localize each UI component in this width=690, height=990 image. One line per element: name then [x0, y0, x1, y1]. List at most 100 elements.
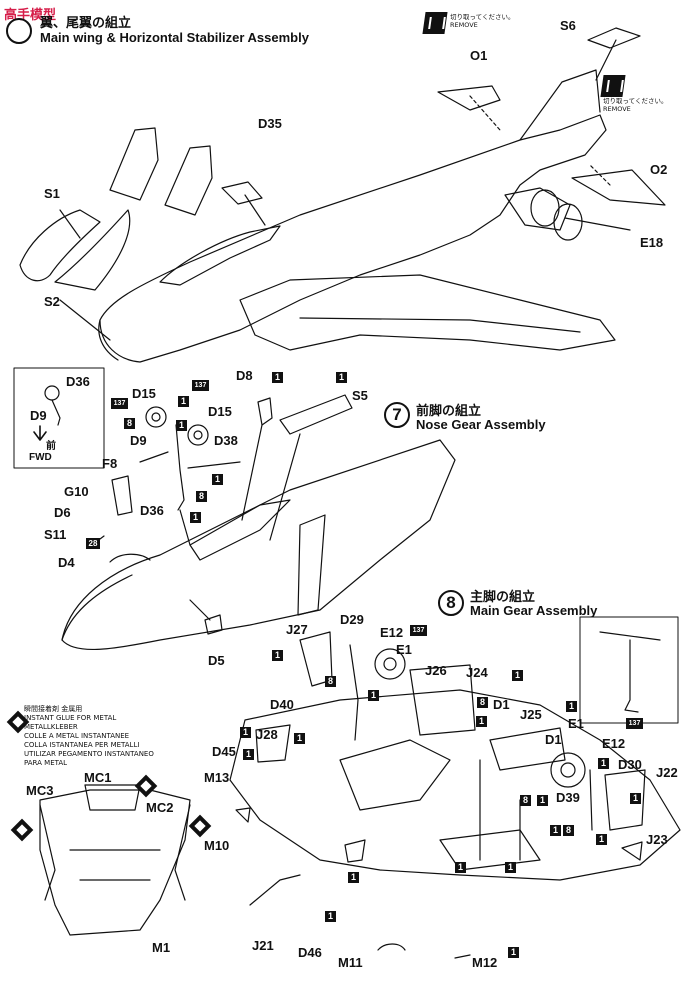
badge-1: 1 [176, 420, 187, 431]
part-label-d5: D5 [208, 653, 225, 668]
badge-1: 1 [596, 834, 607, 845]
exhaust-nozzle-1 [530, 189, 560, 227]
part-label-e12-a: E12 [380, 625, 404, 640]
badge-1: 1 [348, 872, 359, 883]
part-label-m1: M1 [152, 940, 171, 955]
part-label-e12-b: E12 [602, 736, 626, 751]
gear-well-2 [439, 829, 541, 871]
nose-cone-lower [61, 574, 133, 641]
badge-137: 137 [410, 625, 427, 636]
part-label-d30: D30 [618, 757, 642, 772]
glue-note-line: COLLA ISTANTANEA PER METALLI [24, 741, 140, 749]
m12-part [454, 954, 471, 959]
leader-o2 [589, 164, 611, 186]
f8-plate [111, 475, 133, 516]
fwd-fuselage-lower [61, 439, 456, 651]
leader-d5 [189, 599, 211, 621]
part-label-s1: S1 [44, 186, 60, 201]
part-label-j28: J28 [256, 727, 278, 742]
part-label-j27: J27 [286, 622, 308, 637]
badge-1: 1 [505, 862, 516, 873]
badge-8: 8 [520, 795, 531, 806]
o1-stabilizer [437, 85, 501, 111]
j22-door [604, 769, 646, 831]
mc2-side [174, 804, 191, 901]
o2-stabilizer [571, 169, 666, 206]
badge-28: 28 [86, 538, 100, 549]
step-6-title-jp: 翼、尾翼の組立 [40, 16, 132, 31]
e1-wheel-a [374, 648, 406, 680]
mc1-bracket [84, 784, 141, 811]
part-label-j25: J25 [520, 707, 542, 722]
badge-1: 1 [476, 716, 487, 727]
d4-ring [109, 553, 151, 563]
canopy-frame [159, 225, 281, 286]
part-label-s5: S5 [352, 388, 368, 403]
part-label-j24: J24 [466, 665, 488, 680]
m1-detail [69, 849, 161, 881]
badge-1: 1 [190, 512, 201, 523]
step-7-number: 7 [384, 402, 410, 428]
remove-note-1-en: REMOVE [450, 20, 478, 29]
badge-1: 1 [272, 372, 283, 383]
main-wing [239, 274, 616, 351]
badge-1: 1 [508, 947, 519, 958]
part-label-mc3: MC3 [26, 783, 54, 798]
leader-strut [179, 509, 191, 546]
badge-1: 1 [336, 372, 347, 383]
part-label-d15-b: D15 [208, 404, 232, 419]
badge-1: 1 [512, 670, 523, 681]
badge-137: 137 [111, 398, 128, 409]
mc3-side [39, 804, 56, 901]
glue-note-line: 瞬間接着剤 金属用 [24, 705, 83, 713]
s5-door [279, 394, 353, 435]
part-label-d29: D29 [340, 612, 364, 627]
part-label-j26: J26 [425, 663, 447, 678]
remove-note-1-jp: 切り取ってください。 [450, 13, 515, 21]
wing-underside [229, 689, 681, 881]
remove-note-2-en: REMOVE [603, 104, 631, 113]
part-label-d39: D39 [556, 790, 580, 805]
d15-wheel-b-tire [187, 424, 209, 446]
inset-box [13, 367, 105, 469]
inset-gear-strut [599, 631, 661, 713]
badge-1: 1 [550, 825, 561, 836]
badge-1: 1 [325, 911, 336, 922]
s2-canopy-rear [54, 209, 131, 291]
part-label-e1-a: E1 [396, 642, 412, 657]
part-label-d40: D40 [270, 697, 294, 712]
part-label-e18: E18 [640, 235, 664, 250]
exhaust-nozzle-2 [553, 203, 583, 241]
glue-note-line: INSTANT GLUE FOR METAL [24, 714, 117, 722]
j21-part [249, 874, 301, 906]
badge-1: 1 [566, 701, 577, 712]
part-label-g10: G10 [64, 484, 89, 499]
e1-wheel-b [550, 752, 586, 788]
badge-1: 1 [630, 793, 641, 804]
m10-part [235, 807, 251, 823]
part-label-j22: J22 [656, 765, 678, 780]
badge-1: 1 [212, 474, 223, 485]
fwd-label-en: FWD [29, 452, 52, 463]
nose-strut [175, 424, 185, 511]
leader-d35 [244, 194, 266, 226]
gear-bay [189, 499, 291, 561]
badge-137: 137 [192, 380, 209, 391]
leader-s2 [59, 299, 111, 341]
d15-wheel-a-tire [145, 406, 167, 428]
part-label-d36-inset: D36 [66, 374, 90, 389]
glue-note-line: UTILIZAR PEGAMENTO INSTANTANEO [24, 750, 154, 758]
badge-1: 1 [537, 795, 548, 806]
part-label-d8: D8 [236, 368, 253, 383]
leader-e18 [564, 217, 631, 231]
remove-note-2: 切り取ってください。 REMOVE [603, 97, 668, 113]
remove-note-2-jp: 切り取ってください。 [603, 97, 668, 105]
badge-1: 1 [240, 727, 251, 738]
leader-o1 [469, 95, 501, 131]
badge-1: 1 [598, 758, 609, 769]
d5-part [204, 614, 223, 635]
m11-part [377, 943, 406, 951]
s1-canopy [19, 209, 101, 282]
part-label-d1-b: D1 [545, 732, 562, 747]
j25-door [489, 727, 566, 771]
